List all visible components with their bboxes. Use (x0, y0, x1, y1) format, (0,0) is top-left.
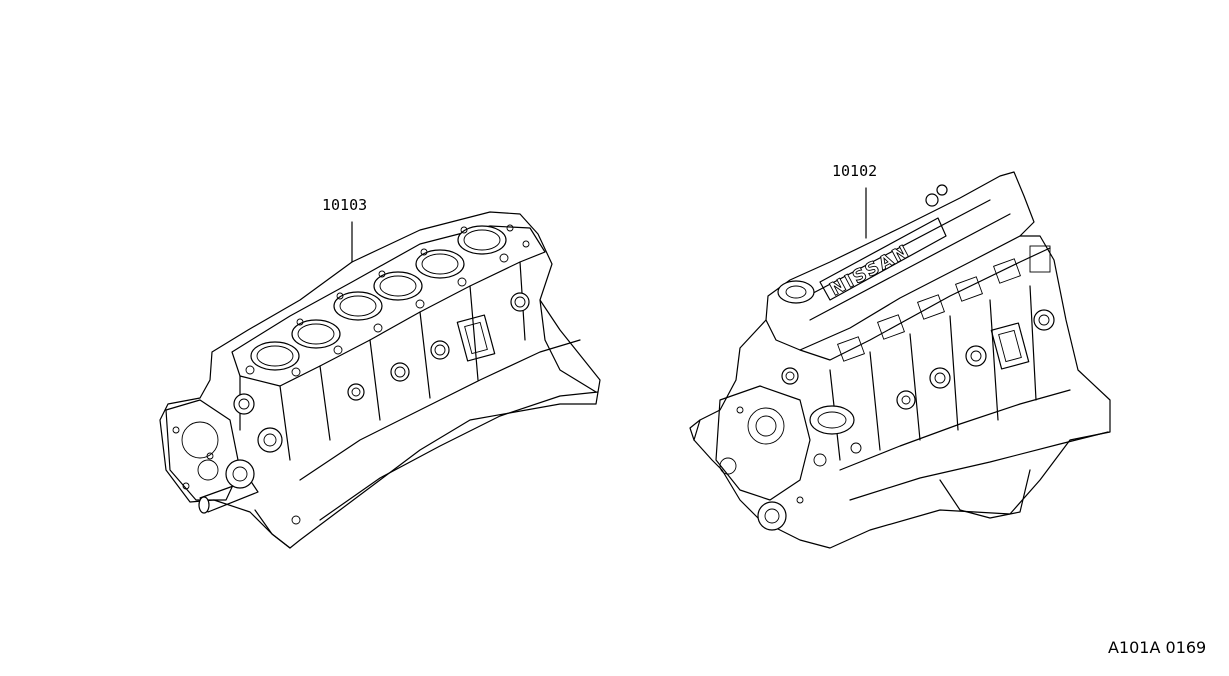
long-block-engine-drawing (689, 171, 1111, 549)
part-number-10102: 10102 (832, 162, 878, 180)
diagram-code: A101A 0169 (1108, 638, 1207, 657)
part-number-10103: 10103 (322, 196, 368, 214)
nissan-logo-text: NISSAN (826, 241, 913, 301)
short-block-engine-drawing (159, 211, 601, 549)
